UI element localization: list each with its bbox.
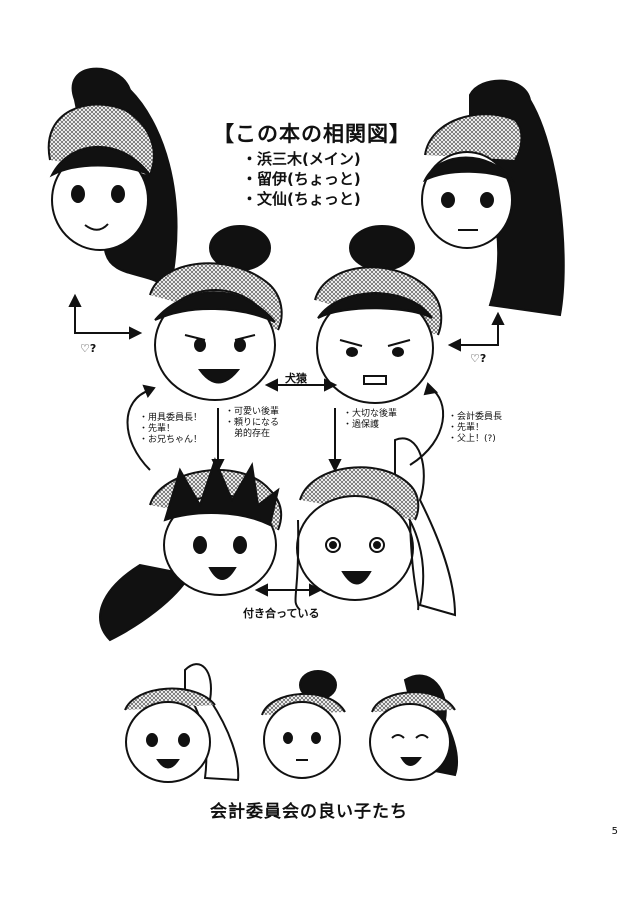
right-outer-relation: ・会計委員長 ・先輩！ ・父上！(?) [448,412,502,445]
group-caption: 会計委員会の良い子たち [210,802,408,822]
relation-line: ・会計委員長 [448,412,503,422]
cast-item-third: ・文仙(ちょっと) [242,190,361,208]
right-heart-label: ♡? [470,352,487,365]
left-outer-relation: ・用具委員長！ ・先輩！ ・お兄ちゃん！ [139,413,202,446]
relation-arrows [68,293,505,597]
character-top-left [47,67,178,293]
couple-label: 付き合っている [243,607,320,620]
right-inner-relation: ・大切な後輩 ・過保護 [343,409,397,431]
character-bottom-2 [261,670,346,779]
relation-line: ・先輩！ [139,424,176,434]
relation-line: ・過保護 [343,420,380,430]
character-lower-left [99,457,283,642]
relation-line: 弟的存在 [225,429,271,439]
character-bottom-3 [369,674,458,781]
character-bottom-1 [124,663,240,783]
character-top-right [421,79,565,317]
cast-item-main: ・浜三木(メイン) [242,150,361,168]
relation-line: ・大切な後輩 [343,409,398,419]
relation-line: ・お兄ちゃん！ [139,435,203,445]
character-middle-left [149,225,283,401]
left-inner-relation: ・可愛い後輩 ・頼りになる 弟的存在 [225,407,279,440]
cast-item-second: ・留伊(ちょっと) [242,170,361,188]
relation-line: ・頼りになる [225,418,280,428]
rivalry-label: 犬猿 [285,372,307,385]
relation-line: ・用具委員長！ [139,413,203,423]
character-middle-right [314,225,443,404]
left-heart-label: ♡? [80,342,97,355]
character-lower-right [294,437,457,617]
page-number: 5 [611,826,618,837]
relation-line: ・先輩！ [448,423,485,433]
page-title: 【この本の相関図】 [213,122,411,146]
relation-line: ・父上！(?) [448,434,496,444]
relation-line: ・可愛い後輩 [225,407,280,417]
